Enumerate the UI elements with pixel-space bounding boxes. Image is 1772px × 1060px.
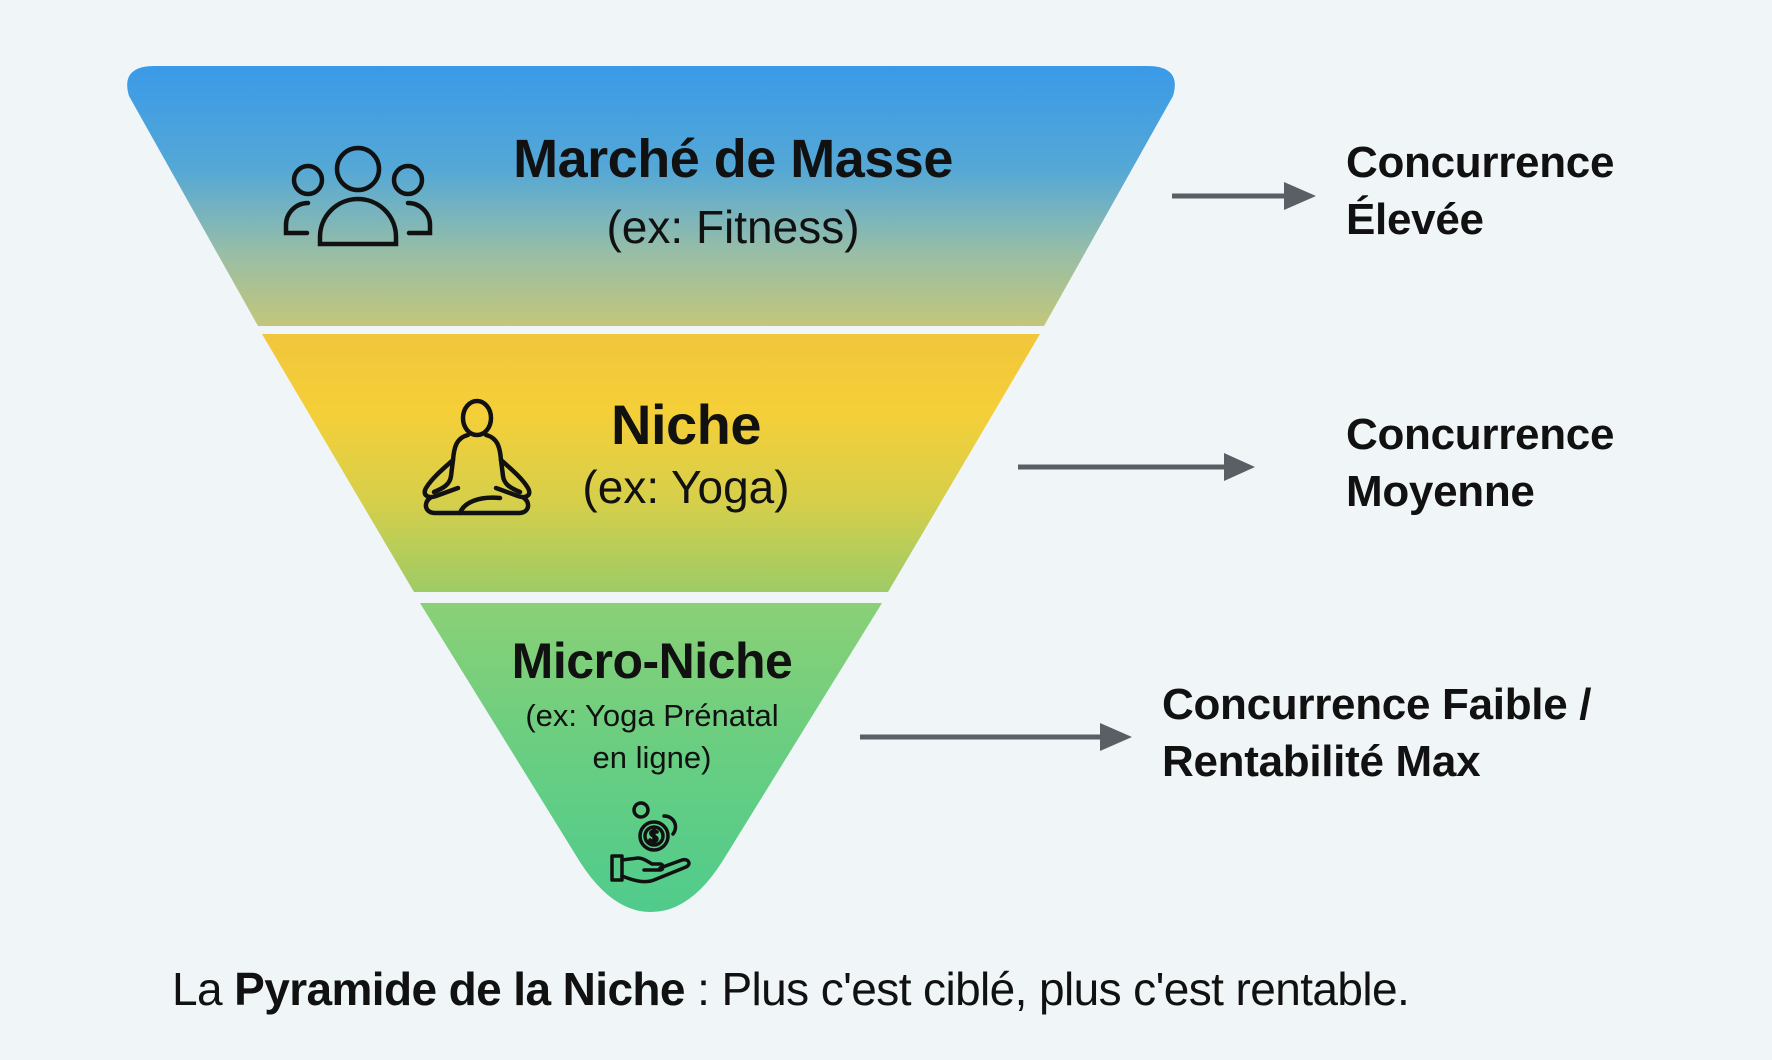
level-title-mass-market: Marché de Masse bbox=[513, 129, 953, 189]
level-example-fitness: (ex: Fitness) bbox=[606, 201, 860, 253]
segment-micro-niche bbox=[420, 603, 882, 912]
segment-mass-market bbox=[127, 66, 1175, 326]
outcome-line: Rentabilité Max bbox=[1162, 737, 1481, 786]
level-title-micro-niche: Micro-Niche bbox=[511, 633, 793, 689]
outcome-medium-competition: Concurrence Moyenne bbox=[1346, 406, 1614, 520]
segment-niche bbox=[262, 334, 1040, 592]
outcome-low-competition-max-profit: Concurrence Faible / Rentabilité Max bbox=[1162, 676, 1592, 790]
arrow-mass-market bbox=[1172, 182, 1316, 210]
arrow-micro-niche bbox=[860, 723, 1132, 751]
outcome-line: Élevée bbox=[1346, 195, 1484, 244]
level-example-prenatal-yoga-line2: en ligne) bbox=[592, 740, 712, 775]
arrow-niche bbox=[1018, 453, 1255, 481]
outcome-high-competition: Concurrence Élevée bbox=[1346, 134, 1614, 248]
meditation-icon bbox=[420, 398, 534, 516]
outcome-line: Concurrence Faible / bbox=[1162, 680, 1592, 729]
level-title-niche: Niche bbox=[611, 393, 762, 456]
caption-prefix: La bbox=[172, 963, 235, 1015]
outcome-line: Concurrence bbox=[1346, 138, 1615, 187]
level-example-prenatal-yoga-line1: (ex: Yoga Prénatal bbox=[525, 698, 779, 733]
caption-suffix: : Plus c'est ciblé, plus c'est rentable. bbox=[684, 963, 1410, 1015]
level-example-yoga: (ex: Yoga) bbox=[582, 461, 790, 513]
people-group-icon bbox=[283, 145, 433, 251]
caption-bold-title: Pyramide de la Niche bbox=[234, 963, 685, 1015]
outcome-line: Moyenne bbox=[1346, 467, 1535, 516]
hand-coins-icon bbox=[608, 798, 696, 884]
diagram-caption: La Pyramide de la Niche : Plus c'est cib… bbox=[172, 962, 1410, 1016]
outcome-line: Concurrence bbox=[1346, 410, 1615, 459]
